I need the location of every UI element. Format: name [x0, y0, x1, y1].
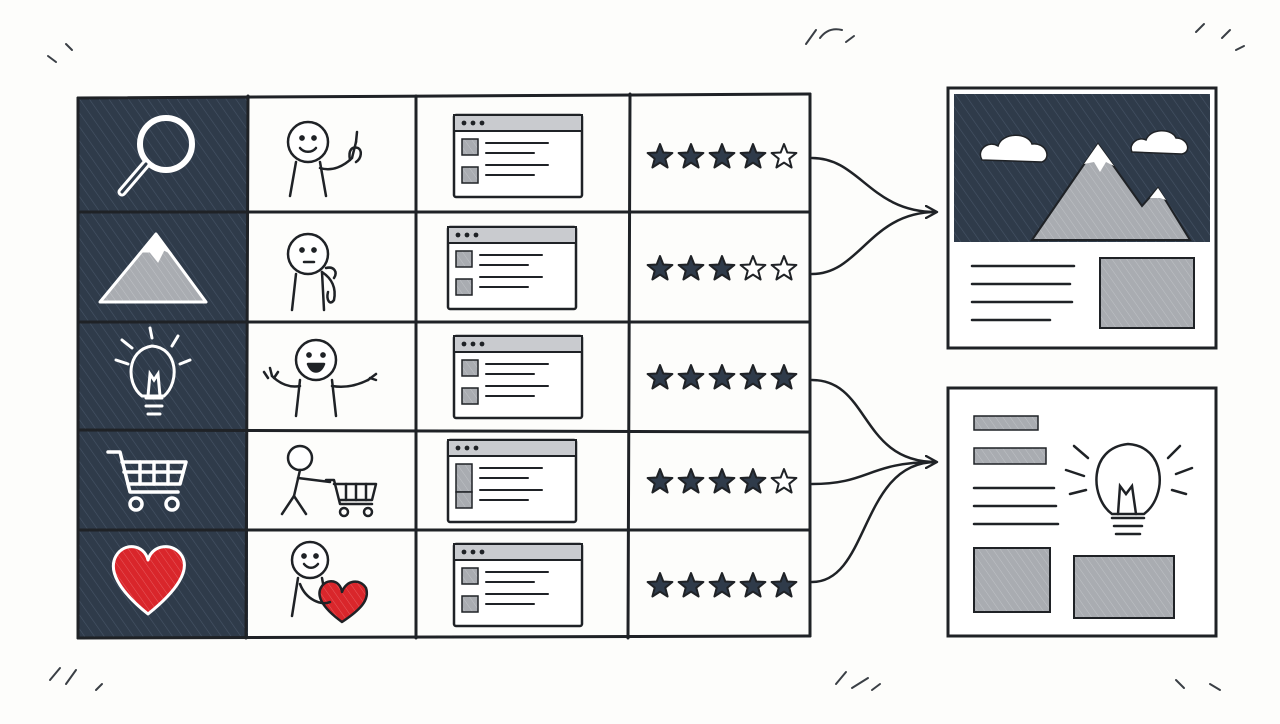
star-filled-icon [770, 572, 798, 598]
star-filled-icon [646, 468, 674, 494]
star-filled-icon [677, 468, 705, 494]
rating-column [646, 143, 798, 598]
star-rating-row-4 [646, 468, 798, 494]
star-filled-icon [646, 255, 674, 281]
matrix-grid [76, 92, 812, 640]
star-filled-icon [708, 468, 736, 494]
card-image-placeholder [1073, 555, 1175, 619]
star-filled-icon [677, 143, 705, 169]
card-heading-bar [973, 415, 1039, 431]
connector-row-1 [810, 156, 936, 212]
person-holding-heart-icon [290, 540, 369, 624]
shopping-cart-icon [106, 450, 188, 512]
star-rating-row-2 [646, 255, 798, 281]
star-filled-icon [739, 143, 767, 169]
browser-window-icon [446, 225, 578, 311]
browser-window-icon [452, 542, 584, 628]
browser-window-column [446, 113, 584, 628]
card-image-placeholder [1099, 257, 1195, 329]
browser-window-icon [452, 113, 584, 199]
connector-row-5 [810, 460, 938, 584]
connector-arrows [810, 156, 938, 584]
landscape-card [946, 86, 1218, 350]
star-rating-row-3 [646, 364, 798, 390]
star-filled-icon [739, 468, 767, 494]
person-pushing-cart-icon [280, 444, 378, 518]
lightbulb-icon [1064, 442, 1194, 536]
star-filled-icon [708, 572, 736, 598]
browser-window-icon [446, 438, 578, 524]
star-filled-icon [646, 572, 674, 598]
star-empty-icon [739, 255, 767, 281]
connector-row-2 [810, 210, 938, 276]
star-filled-icon [677, 364, 705, 390]
card-image-placeholder [973, 547, 1051, 613]
star-filled-icon [739, 364, 767, 390]
star-filled-icon [708, 364, 736, 390]
card-text-lines [972, 486, 1060, 526]
connector-row-4 [810, 460, 938, 486]
star-rating-row-5 [646, 572, 798, 598]
heart-icon [111, 545, 186, 616]
person-excited-icon [262, 338, 378, 418]
star-filled-icon [770, 364, 798, 390]
cloud-icon [979, 130, 1189, 163]
star-filled-icon [646, 143, 674, 169]
person-pointing-icon [286, 120, 362, 198]
star-filled-icon [708, 255, 736, 281]
star-filled-icon [739, 572, 767, 598]
star-rating-row-1 [646, 143, 798, 169]
star-filled-icon [677, 255, 705, 281]
mountain-icon [98, 232, 208, 304]
decorative-ticks [47, 23, 1245, 691]
star-filled-icon [646, 364, 674, 390]
person-thinking-icon [286, 232, 337, 312]
idea-card [946, 386, 1218, 638]
star-empty-icon [770, 255, 798, 281]
star-empty-icon [770, 143, 798, 169]
lightbulb-icon [114, 326, 192, 416]
card-subheading-bar [973, 447, 1047, 465]
star-empty-icon [770, 468, 798, 494]
connector-row-3 [810, 378, 936, 462]
card-text-lines [970, 264, 1076, 322]
star-filled-icon [677, 572, 705, 598]
browser-window-icon [452, 334, 584, 420]
magnifier-icon [117, 115, 195, 197]
star-filled-icon [708, 143, 736, 169]
